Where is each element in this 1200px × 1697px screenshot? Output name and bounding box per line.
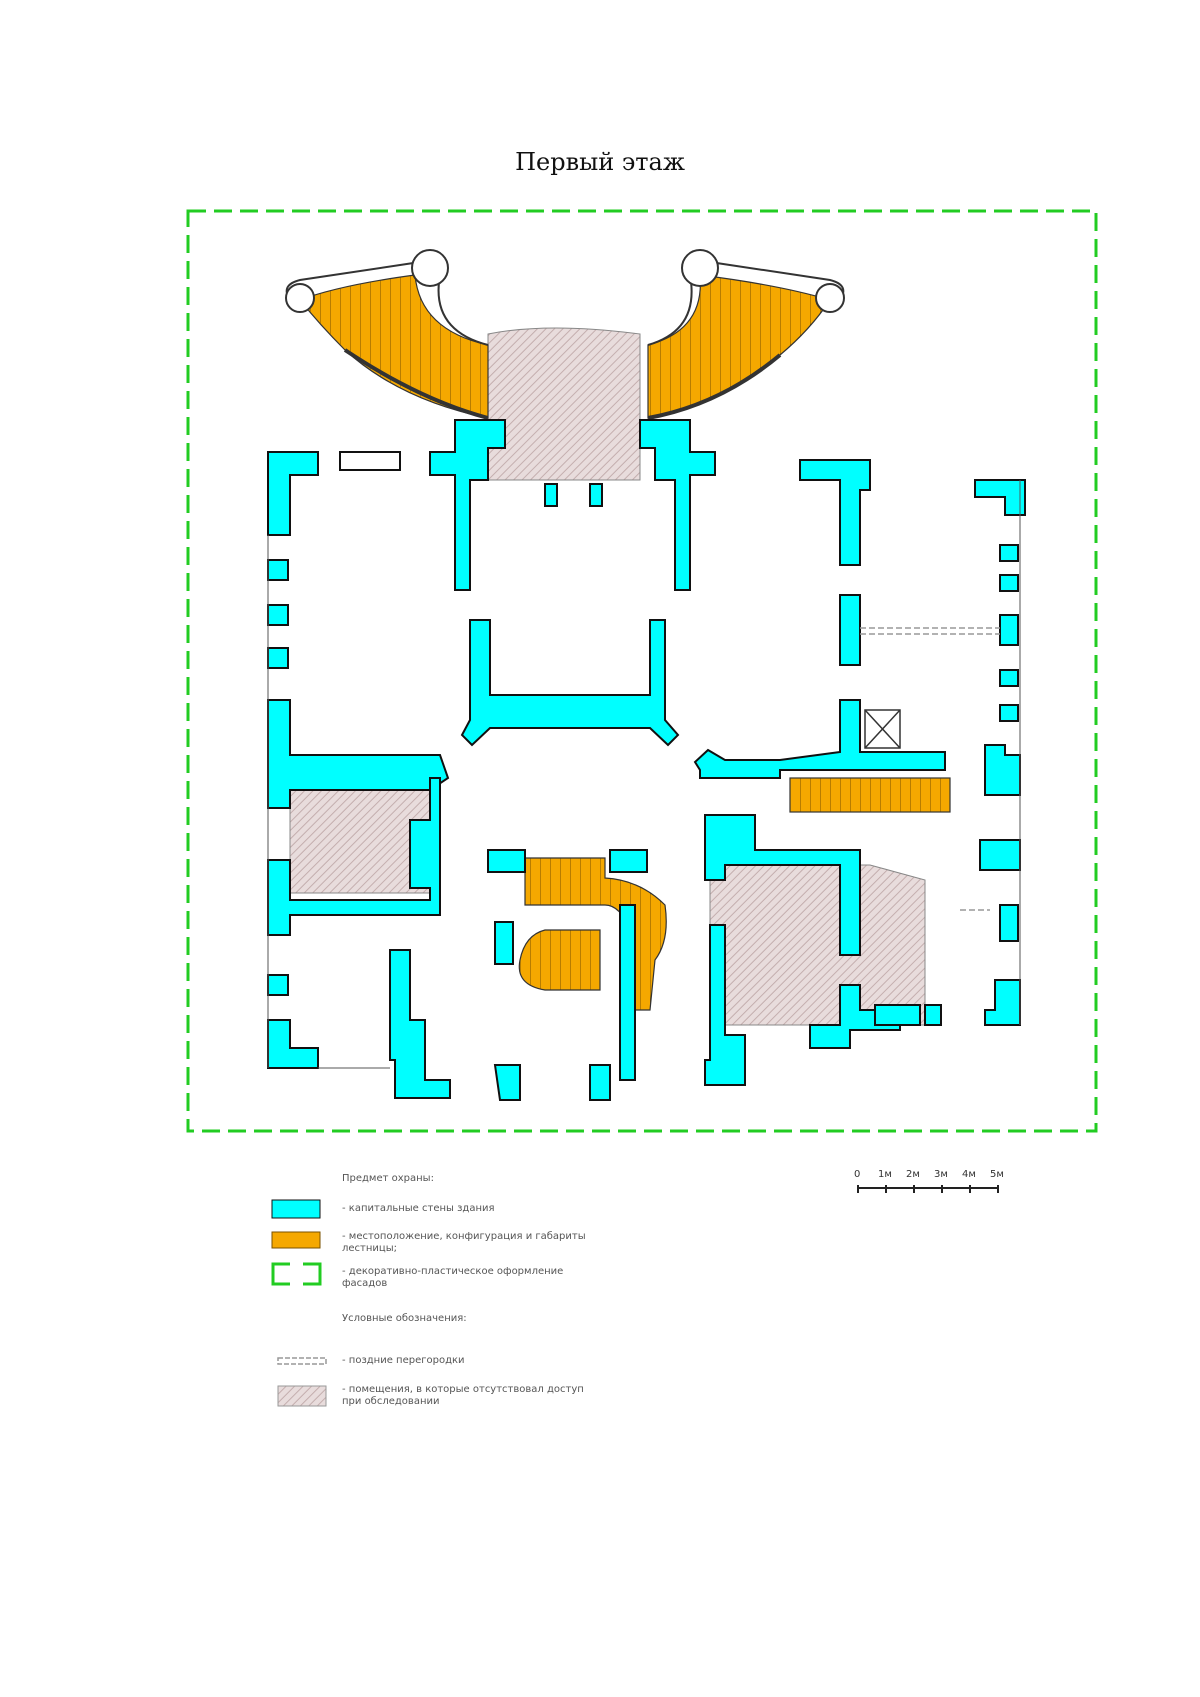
legend-facades-label-1: - декоративно-пластическое оформление bbox=[342, 1266, 564, 1277]
scale-label-4m: 4м bbox=[962, 1169, 976, 1180]
scale-label-0: 0 bbox=[854, 1169, 861, 1180]
page-title: Первый этаж bbox=[515, 148, 685, 176]
legend-partitions-label: - поздние перегородки bbox=[342, 1355, 465, 1366]
legend-no-access-label-2: при обследовании bbox=[342, 1396, 440, 1407]
elevator-shaft bbox=[864, 709, 901, 749]
legend-protected-heading: Предмет охраны: bbox=[342, 1173, 434, 1184]
legend-swatch-stairs bbox=[271, 1231, 321, 1249]
legend-swatch-facades bbox=[271, 1262, 322, 1286]
scale-label-5m: 5м bbox=[990, 1169, 1004, 1180]
facade-boundary bbox=[186, 209, 1098, 1133]
scale-label-1m: 1м bbox=[878, 1169, 892, 1180]
legend-swatch-walls bbox=[271, 1199, 321, 1219]
legend-stairs-label-2: лестницы; bbox=[342, 1243, 397, 1254]
building-outline bbox=[267, 480, 1021, 1069]
legend-facades-label-2: фасадов bbox=[342, 1278, 388, 1289]
legend-no-access-label-1: - помещения, в которые отсутствовал дост… bbox=[342, 1384, 584, 1395]
late-partitions bbox=[860, 627, 1000, 911]
legend-swatch-no-access bbox=[277, 1385, 327, 1407]
legend-symbols-heading: Условные обозначения: bbox=[342, 1313, 467, 1324]
capital-walls bbox=[267, 419, 1026, 1101]
inaccessible-rooms bbox=[289, 327, 926, 1026]
legend-stairs-label-1: - местоположение, конфигурация и габарит… bbox=[342, 1231, 586, 1242]
legend-walls-label: - капитальные стены здания bbox=[342, 1203, 495, 1214]
scale-label-3m: 3м bbox=[934, 1169, 948, 1180]
scale-bar bbox=[857, 1185, 999, 1193]
scale-label-2m: 2м bbox=[906, 1169, 920, 1180]
north-staircases bbox=[285, 249, 845, 420]
legend-swatch-partitions bbox=[277, 1357, 327, 1365]
